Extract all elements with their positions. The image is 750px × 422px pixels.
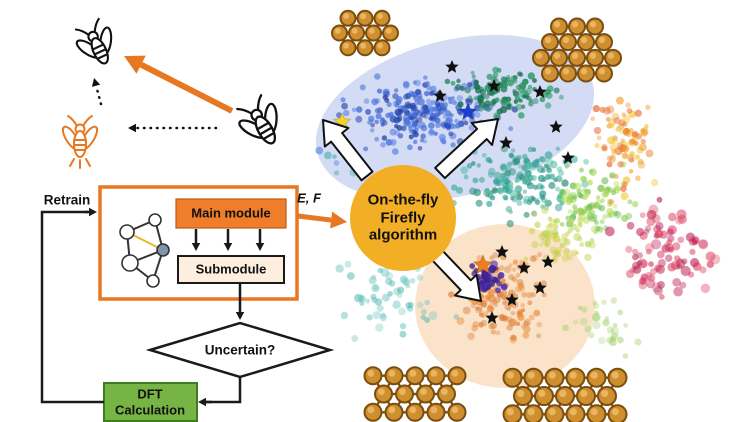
hub-selection-arrows	[322, 118, 499, 302]
hub-line1: On-the-fly	[367, 191, 439, 209]
network-node	[146, 274, 160, 288]
firefly-icons	[61, 17, 278, 169]
network-node	[121, 254, 139, 272]
submodule-box	[177, 255, 285, 284]
submodule-label: Submodule	[195, 261, 267, 277]
dft-calculation-box	[103, 382, 198, 422]
firefly-icon	[236, 94, 278, 145]
dft-line1: DFT	[137, 386, 163, 402]
firefly-algorithm-hub	[350, 165, 456, 271]
hub-label: On-the-fly Firefly algorithm	[348, 191, 458, 244]
main-module-label: Main module	[191, 205, 271, 221]
firefly-icon	[74, 17, 113, 65]
ml-flowchart	[40, 185, 347, 422]
nanocluster-structures	[331, 9, 628, 422]
hub-line3: algorithm	[368, 226, 438, 244]
firefly-icon	[61, 115, 99, 169]
dft-calculation-label: DFT Calculation	[115, 386, 185, 417]
firefly-sketch-arrows	[91, 55, 234, 133]
dft-line2: Calculation	[114, 402, 186, 417]
main-module-box	[175, 198, 287, 229]
uncertain-decision-diamond	[145, 321, 335, 379]
network-node	[119, 224, 135, 240]
uncertain-label: Uncertain?	[204, 342, 276, 358]
network-node	[148, 213, 162, 227]
retrain-label: Retrain	[43, 192, 91, 208]
energy-forces-label: E, F	[297, 190, 321, 206]
network-node	[156, 243, 170, 257]
hub-line2: Firefly	[380, 209, 426, 227]
